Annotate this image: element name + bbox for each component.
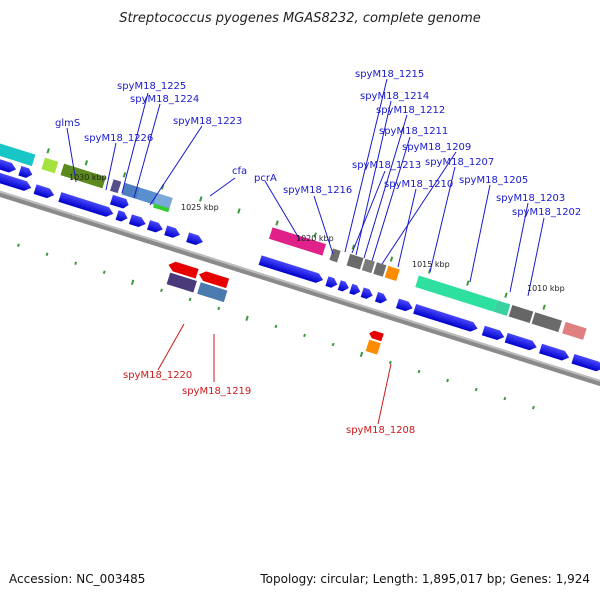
cds-arrow	[325, 276, 338, 288]
cds-arrow	[147, 220, 163, 233]
label-leader-lines	[66, 78, 545, 425]
cds-arrow	[337, 280, 349, 292]
cds-arrow-reverse	[199, 271, 230, 289]
gene-label-reverse[interactable]: spyM18_1219	[182, 386, 251, 397]
gene-label[interactable]: spyM18_1215	[355, 69, 424, 80]
gene-label[interactable]: spyM18_1207	[425, 157, 494, 168]
gene-label[interactable]: spyM18_1216	[283, 185, 352, 196]
kbp-tick-label: 1015 kbp	[412, 260, 450, 269]
cds-arrow	[349, 283, 361, 295]
cds-arrow	[481, 325, 505, 341]
map-title: Streptococcus pyogenes MGAS8232, complet…	[119, 11, 481, 26]
reverse-feature-track	[166, 261, 384, 355]
gene-label[interactable]: spyM18_1211	[379, 126, 448, 137]
gc-dot-ring-inner	[17, 243, 535, 410]
cds-arrow	[186, 232, 203, 246]
kbp-tick-label: 1025 kbp	[181, 203, 219, 212]
gene-label[interactable]: spyM18_1210	[384, 179, 453, 190]
gene-label[interactable]: spyM18_1214	[360, 91, 429, 102]
cds-arrow-reverse	[369, 330, 384, 342]
cds-arrow	[109, 194, 129, 209]
cds-arrow	[413, 304, 478, 332]
gene-label-reverse[interactable]: spyM18_1208	[346, 425, 415, 436]
cds-arrow	[395, 298, 413, 312]
forward-feature-track	[0, 139, 587, 340]
cds-arrow	[539, 343, 570, 361]
gene-label-reverse[interactable]: spyM18_1220	[123, 370, 192, 381]
cds-arrow-reverse	[168, 261, 199, 279]
gene-label[interactable]: spyM18_1213	[352, 160, 421, 171]
gene-label[interactable]: cfa	[232, 166, 247, 177]
kbp-tick-label: 1030 kbp	[69, 173, 107, 182]
gene-label[interactable]: spyM18_1223	[173, 116, 242, 127]
cds-arrow	[164, 225, 181, 238]
cds-arrow	[128, 214, 146, 227]
cds-arrow	[33, 184, 55, 199]
gene-label[interactable]: pcrA	[254, 173, 277, 184]
cds-arrow	[504, 332, 537, 351]
kbp-tick-label: 1010 kbp	[527, 284, 565, 293]
cds-arrow	[571, 353, 600, 372]
cds-arrow	[0, 166, 32, 191]
cds-arrow	[360, 287, 373, 299]
accession-text: Accession: NC_003485	[9, 572, 146, 586]
forward-cds-track	[0, 153, 600, 372]
cds-arrow	[374, 292, 387, 304]
cds-arrow	[258, 255, 324, 283]
gene-label[interactable]: spyM18_1203	[496, 193, 565, 204]
cds-arrow	[18, 165, 33, 178]
gene-label[interactable]: spyM18_1212	[376, 105, 445, 116]
gene-label[interactable]: spyM18_1209	[402, 142, 471, 153]
kbp-tick-label: 1020 kbp	[296, 234, 334, 243]
cds-arrow	[0, 153, 17, 173]
gene-label[interactable]: spyM18_1226	[84, 133, 153, 144]
cds-arrow	[115, 210, 128, 222]
gene-label[interactable]: spyM18_1202	[512, 207, 581, 218]
cds-arrow	[58, 192, 114, 217]
genome-stats-text: Topology: circular; Length: 1,895,017 bp…	[260, 572, 590, 586]
gene-label[interactable]: glmS	[55, 118, 80, 129]
genome-backbone	[0, 170, 600, 405]
gene-label[interactable]: spyM18_1205	[459, 175, 528, 186]
gene-label[interactable]: spyM18_1225	[117, 81, 186, 92]
gene-label[interactable]: spyM18_1224	[130, 94, 199, 105]
